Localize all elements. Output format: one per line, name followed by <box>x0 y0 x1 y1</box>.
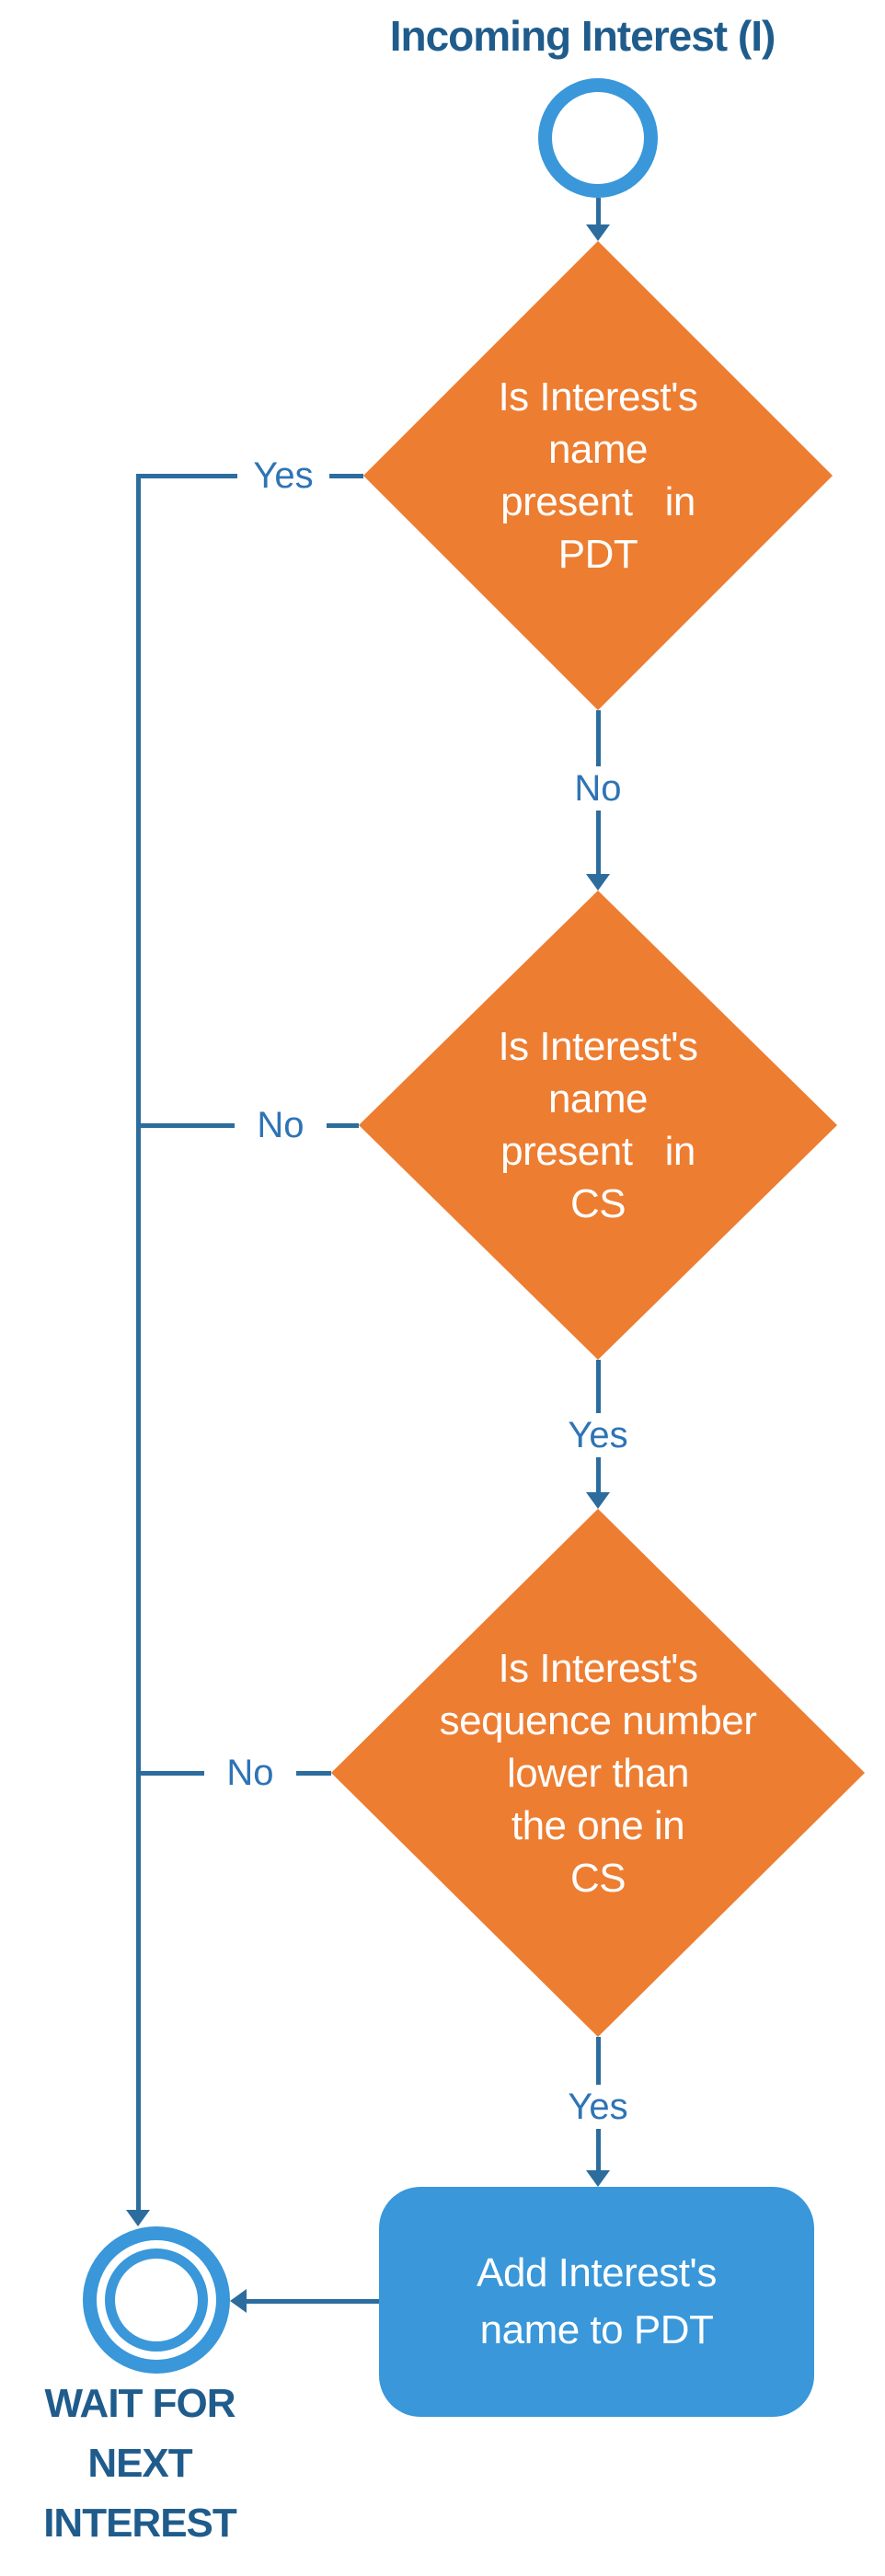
start-node-icon <box>538 78 658 198</box>
action-add-name-to-pdt-label: Add Interest's name to PDT <box>477 2250 717 2352</box>
edge-label-cs-yes: Yes <box>552 1413 644 1457</box>
edge-label-pdt-no: No <box>552 766 644 811</box>
decision-name-in-pdt: Is Interest's name present in PDT <box>363 241 833 710</box>
decision-name-in-pdt-label: Is Interest's name present in PDT <box>498 374 698 577</box>
edge-label-cs-no: No <box>235 1103 327 1147</box>
diagram-title: Incoming Interest (I) <box>389 12 776 60</box>
arrowhead-down-icon <box>126 2210 150 2226</box>
edge-label-seq-no: No <box>204 1751 296 1795</box>
decision-name-in-cs: Is Interest's name present in CS <box>359 891 837 1360</box>
decision-sequence-number: Is Interest's sequence number lower than… <box>331 1509 865 2037</box>
decision-sequence-number-label: Is Interest's sequence number lower than… <box>439 1645 757 1901</box>
end-node-label: WAIT FOR NEXT INTEREST <box>43 2381 237 2546</box>
arrowhead-down-icon <box>586 2170 610 2187</box>
edge-action-to-end <box>245 2299 379 2304</box>
arrowhead-down-icon <box>586 224 610 241</box>
edge-label-pdt-yes: Yes <box>237 454 329 498</box>
arrowhead-down-icon <box>586 1492 610 1509</box>
decision-name-in-cs-label: Is Interest's name present in CS <box>498 1024 698 1226</box>
arrowhead-down-icon <box>586 874 610 891</box>
arrowhead-left-icon <box>230 2289 247 2313</box>
edge-left-rail <box>136 474 141 2212</box>
end-node-inner-ring-icon <box>105 2248 208 2352</box>
edge-label-seq-yes: Yes <box>552 2085 644 2129</box>
action-add-name-to-pdt: Add Interest's name to PDT <box>379 2187 814 2417</box>
edge-start-to-pdt <box>596 198 601 228</box>
